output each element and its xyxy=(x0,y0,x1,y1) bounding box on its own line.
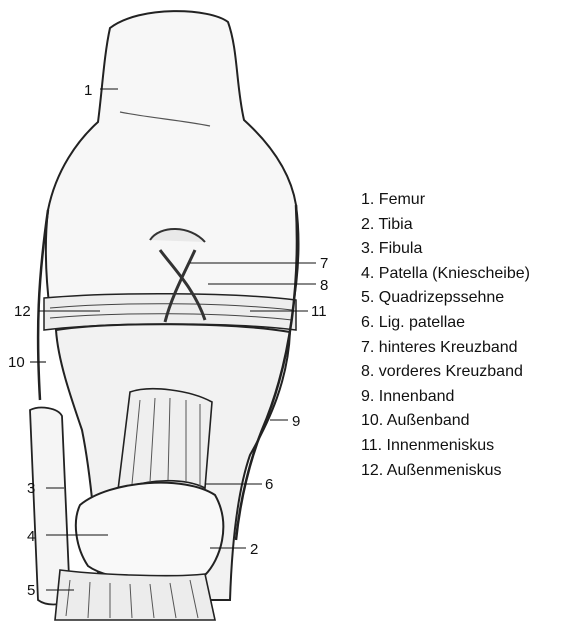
legend-item-inner-meniscus: 11. Innenmeniskus xyxy=(361,434,530,459)
legend-item-patellar-ligament: 6. Lig. patellae xyxy=(361,311,530,336)
patellar-ligament xyxy=(118,389,212,490)
quadriceps-tendon xyxy=(55,570,215,620)
callout-7: 7 xyxy=(320,255,328,272)
legend-item-posterior-cruciate: 7. hinteres Kreuzband xyxy=(361,336,530,361)
callout-1: 1 xyxy=(84,82,92,99)
legend-item-tibia: 2. Tibia xyxy=(361,213,530,238)
callout-10: 10 xyxy=(8,354,25,371)
callout-11: 11 xyxy=(311,303,327,320)
legend-item-patella: 4. Patella (Kniescheibe) xyxy=(361,262,530,287)
legend-item-outer-ligament: 10. Außenband xyxy=(361,409,530,434)
callout-12: 12 xyxy=(14,303,31,320)
legend-item-quadriceps-tendon: 5. Quadrizepssehne xyxy=(361,286,530,311)
callout-2: 2 xyxy=(250,541,258,558)
callout-3: 3 xyxy=(27,480,35,497)
callout-6: 6 xyxy=(265,476,273,493)
callout-8: 8 xyxy=(320,277,328,294)
legend-list: 1. Femur 2. Tibia 3. Fibula 4. Patella (… xyxy=(361,188,530,483)
legend-item-inner-ligament: 9. Innenband xyxy=(361,385,530,410)
callout-5: 5 xyxy=(27,582,35,599)
legend-item-outer-meniscus: 12. Außenmeniskus xyxy=(361,459,530,484)
legend-item-femur: 1. Femur xyxy=(361,188,530,213)
patella-shape xyxy=(76,483,223,581)
knee-joint-illustration: 1 2 3 4 5 6 7 8 9 10 11 12 xyxy=(0,0,340,626)
callout-9: 9 xyxy=(292,413,300,430)
legend-item-fibula: 3. Fibula xyxy=(361,237,530,262)
legend-item-anterior-cruciate: 8. vorderes Kreuzband xyxy=(361,360,530,385)
callout-4: 4 xyxy=(27,528,35,545)
